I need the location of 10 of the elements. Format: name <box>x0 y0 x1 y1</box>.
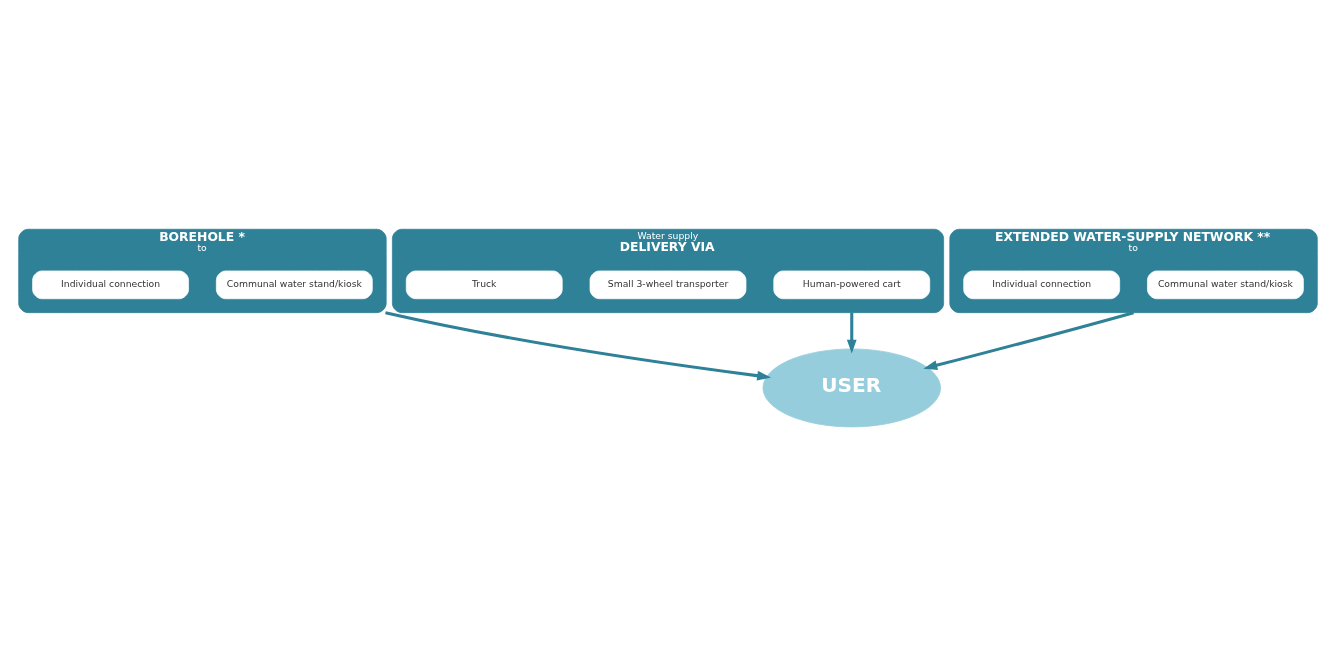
node-box: Communal water stand/kiosk <box>215 270 373 300</box>
node-box: Human-powered cart <box>773 270 931 300</box>
node-box: Communal water stand/kiosk <box>1147 270 1304 300</box>
arrow <box>923 311 1134 371</box>
arrow <box>385 311 772 381</box>
node-box: Individual connection <box>32 270 189 300</box>
node-box: Truck <box>405 270 563 300</box>
node-box: Small 3-wheel transporter <box>589 270 747 300</box>
arrow <box>846 312 857 354</box>
node-box: Individual connection <box>963 270 1121 300</box>
